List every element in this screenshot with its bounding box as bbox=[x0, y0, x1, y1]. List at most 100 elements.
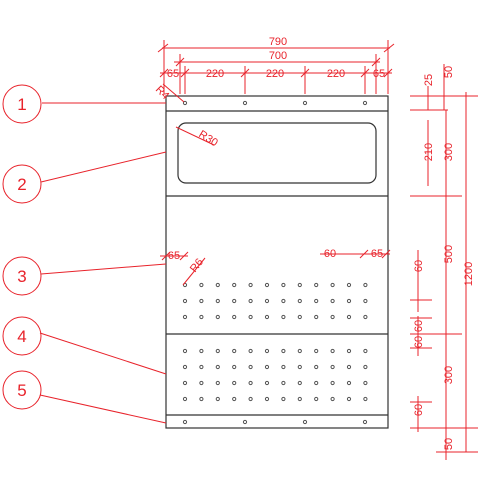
dim-pitch-3: 220 bbox=[327, 68, 345, 80]
perforation-hole bbox=[297, 298, 302, 304]
perforation-hole bbox=[281, 298, 286, 304]
perforation-hole bbox=[346, 298, 352, 304]
dim-lower-panel: 500 bbox=[443, 245, 455, 263]
perforation-hole bbox=[346, 380, 352, 386]
perforation-hole bbox=[281, 380, 286, 386]
perforation-hole bbox=[363, 298, 368, 304]
perforation-hole bbox=[346, 364, 352, 370]
perforation-hole bbox=[314, 396, 319, 402]
perforation-hole bbox=[182, 348, 188, 354]
perforation-hole bbox=[281, 396, 286, 402]
perforation-hole bbox=[248, 298, 253, 304]
perforation-hole bbox=[232, 348, 237, 354]
dim-perf-row-3: 60 bbox=[413, 336, 425, 348]
perforation-hole bbox=[264, 348, 270, 354]
perforation-hole bbox=[215, 364, 220, 370]
mounting-holes bbox=[182, 100, 368, 425]
perforation-hole bbox=[314, 348, 319, 354]
perforation-hole bbox=[297, 364, 302, 370]
perforation-hole bbox=[215, 380, 220, 386]
dim-pitch-1: 220 bbox=[206, 68, 224, 80]
dim-right-margin: 65 bbox=[373, 68, 385, 80]
perforation-hole bbox=[199, 314, 204, 320]
label-side-margin-right: 65 bbox=[371, 248, 383, 260]
perforation-hole bbox=[363, 396, 368, 402]
callout-circle-2 bbox=[2, 164, 42, 204]
perforation-hole bbox=[297, 380, 302, 386]
dim-bottom-row: 60 bbox=[413, 404, 425, 416]
dim-left-margin: 65 bbox=[167, 68, 179, 80]
dim-bottom-band: 50 bbox=[443, 438, 455, 450]
dim-perf-row-1: 60 bbox=[413, 260, 425, 272]
perforation-hole bbox=[264, 282, 270, 288]
callout-3: 3 bbox=[17, 267, 26, 286]
perforation-hole bbox=[199, 364, 204, 370]
mounting-hole-bottom bbox=[242, 419, 248, 425]
mounting-hole-top bbox=[182, 100, 188, 106]
perforation-hole bbox=[264, 396, 270, 402]
panel-border bbox=[165, 95, 389, 429]
perforation-hole bbox=[281, 282, 286, 288]
perforation-hole bbox=[232, 298, 237, 304]
dim-inner-width: 700 bbox=[269, 50, 287, 62]
perforation-hole bbox=[199, 298, 204, 304]
perforation-hole bbox=[363, 380, 368, 386]
perforation-hole bbox=[363, 282, 368, 288]
perforation-hole bbox=[182, 314, 188, 320]
perforation-hole bbox=[330, 298, 335, 304]
perforation-hole bbox=[330, 364, 335, 370]
perforation-hole bbox=[182, 380, 188, 386]
callouts: 1 2 3 4 5 bbox=[2, 84, 167, 424]
callout-2: 2 bbox=[17, 175, 26, 194]
dim-top-edge: 25 bbox=[423, 74, 435, 86]
dim-total-height: 1200 bbox=[463, 262, 475, 286]
dim-upper-panel: 300 bbox=[443, 143, 455, 161]
perforation-holes bbox=[182, 282, 368, 402]
callout-5: 5 bbox=[17, 381, 26, 400]
perforation-hole bbox=[182, 396, 188, 402]
perforation-hole bbox=[330, 380, 335, 386]
perforation-hole bbox=[314, 314, 319, 320]
perforation-hole bbox=[363, 314, 368, 320]
mounting-hole-top bbox=[302, 100, 308, 106]
mounting-hole-top bbox=[362, 100, 368, 106]
perforation-hole bbox=[232, 380, 237, 386]
callout-1: 1 bbox=[17, 95, 26, 114]
label-side-margin-left: 65 bbox=[168, 250, 180, 262]
perforation-hole bbox=[346, 282, 352, 288]
label-hole-pitch: 60 bbox=[324, 248, 336, 260]
perforation-hole bbox=[264, 314, 270, 320]
label-window-radius: R30 bbox=[196, 128, 219, 149]
label-hole-radius: R6 bbox=[188, 256, 206, 274]
perforation-hole bbox=[232, 364, 237, 370]
perforation-hole bbox=[215, 282, 220, 288]
perforation-hole bbox=[248, 314, 253, 320]
perforation-hole bbox=[314, 364, 319, 370]
perforation-hole bbox=[264, 364, 270, 370]
perforation-hole bbox=[346, 396, 352, 402]
perforation-hole bbox=[281, 314, 286, 320]
perforation-hole bbox=[248, 282, 253, 288]
perforation-hole bbox=[297, 314, 302, 320]
perforation-hole bbox=[215, 314, 220, 320]
callout-4: 4 bbox=[17, 327, 26, 346]
perforation-hole bbox=[232, 314, 237, 320]
mounting-hole-bottom bbox=[362, 419, 368, 425]
perforation-hole bbox=[215, 348, 220, 354]
callout-circle-3 bbox=[2, 256, 42, 296]
perforation-hole bbox=[232, 282, 237, 288]
perforation-hole bbox=[330, 314, 335, 320]
dim-pitch-2: 220 bbox=[266, 68, 284, 80]
callout-circle-4 bbox=[2, 316, 42, 356]
dim-overall-width: 790 bbox=[269, 36, 287, 48]
mounting-hole-bottom bbox=[182, 419, 188, 425]
perforation-hole bbox=[314, 380, 319, 386]
label-corner-radius: R4 bbox=[153, 84, 171, 102]
dim-lower-block: 300 bbox=[443, 366, 455, 384]
perforation-hole bbox=[281, 364, 286, 370]
perforation-hole bbox=[314, 298, 319, 304]
top-dimensions: 790 700 65 220 220 220 65 bbox=[157, 36, 395, 94]
perforation-hole bbox=[248, 364, 253, 370]
perforation-hole bbox=[199, 380, 204, 386]
perforation-hole bbox=[330, 348, 335, 354]
